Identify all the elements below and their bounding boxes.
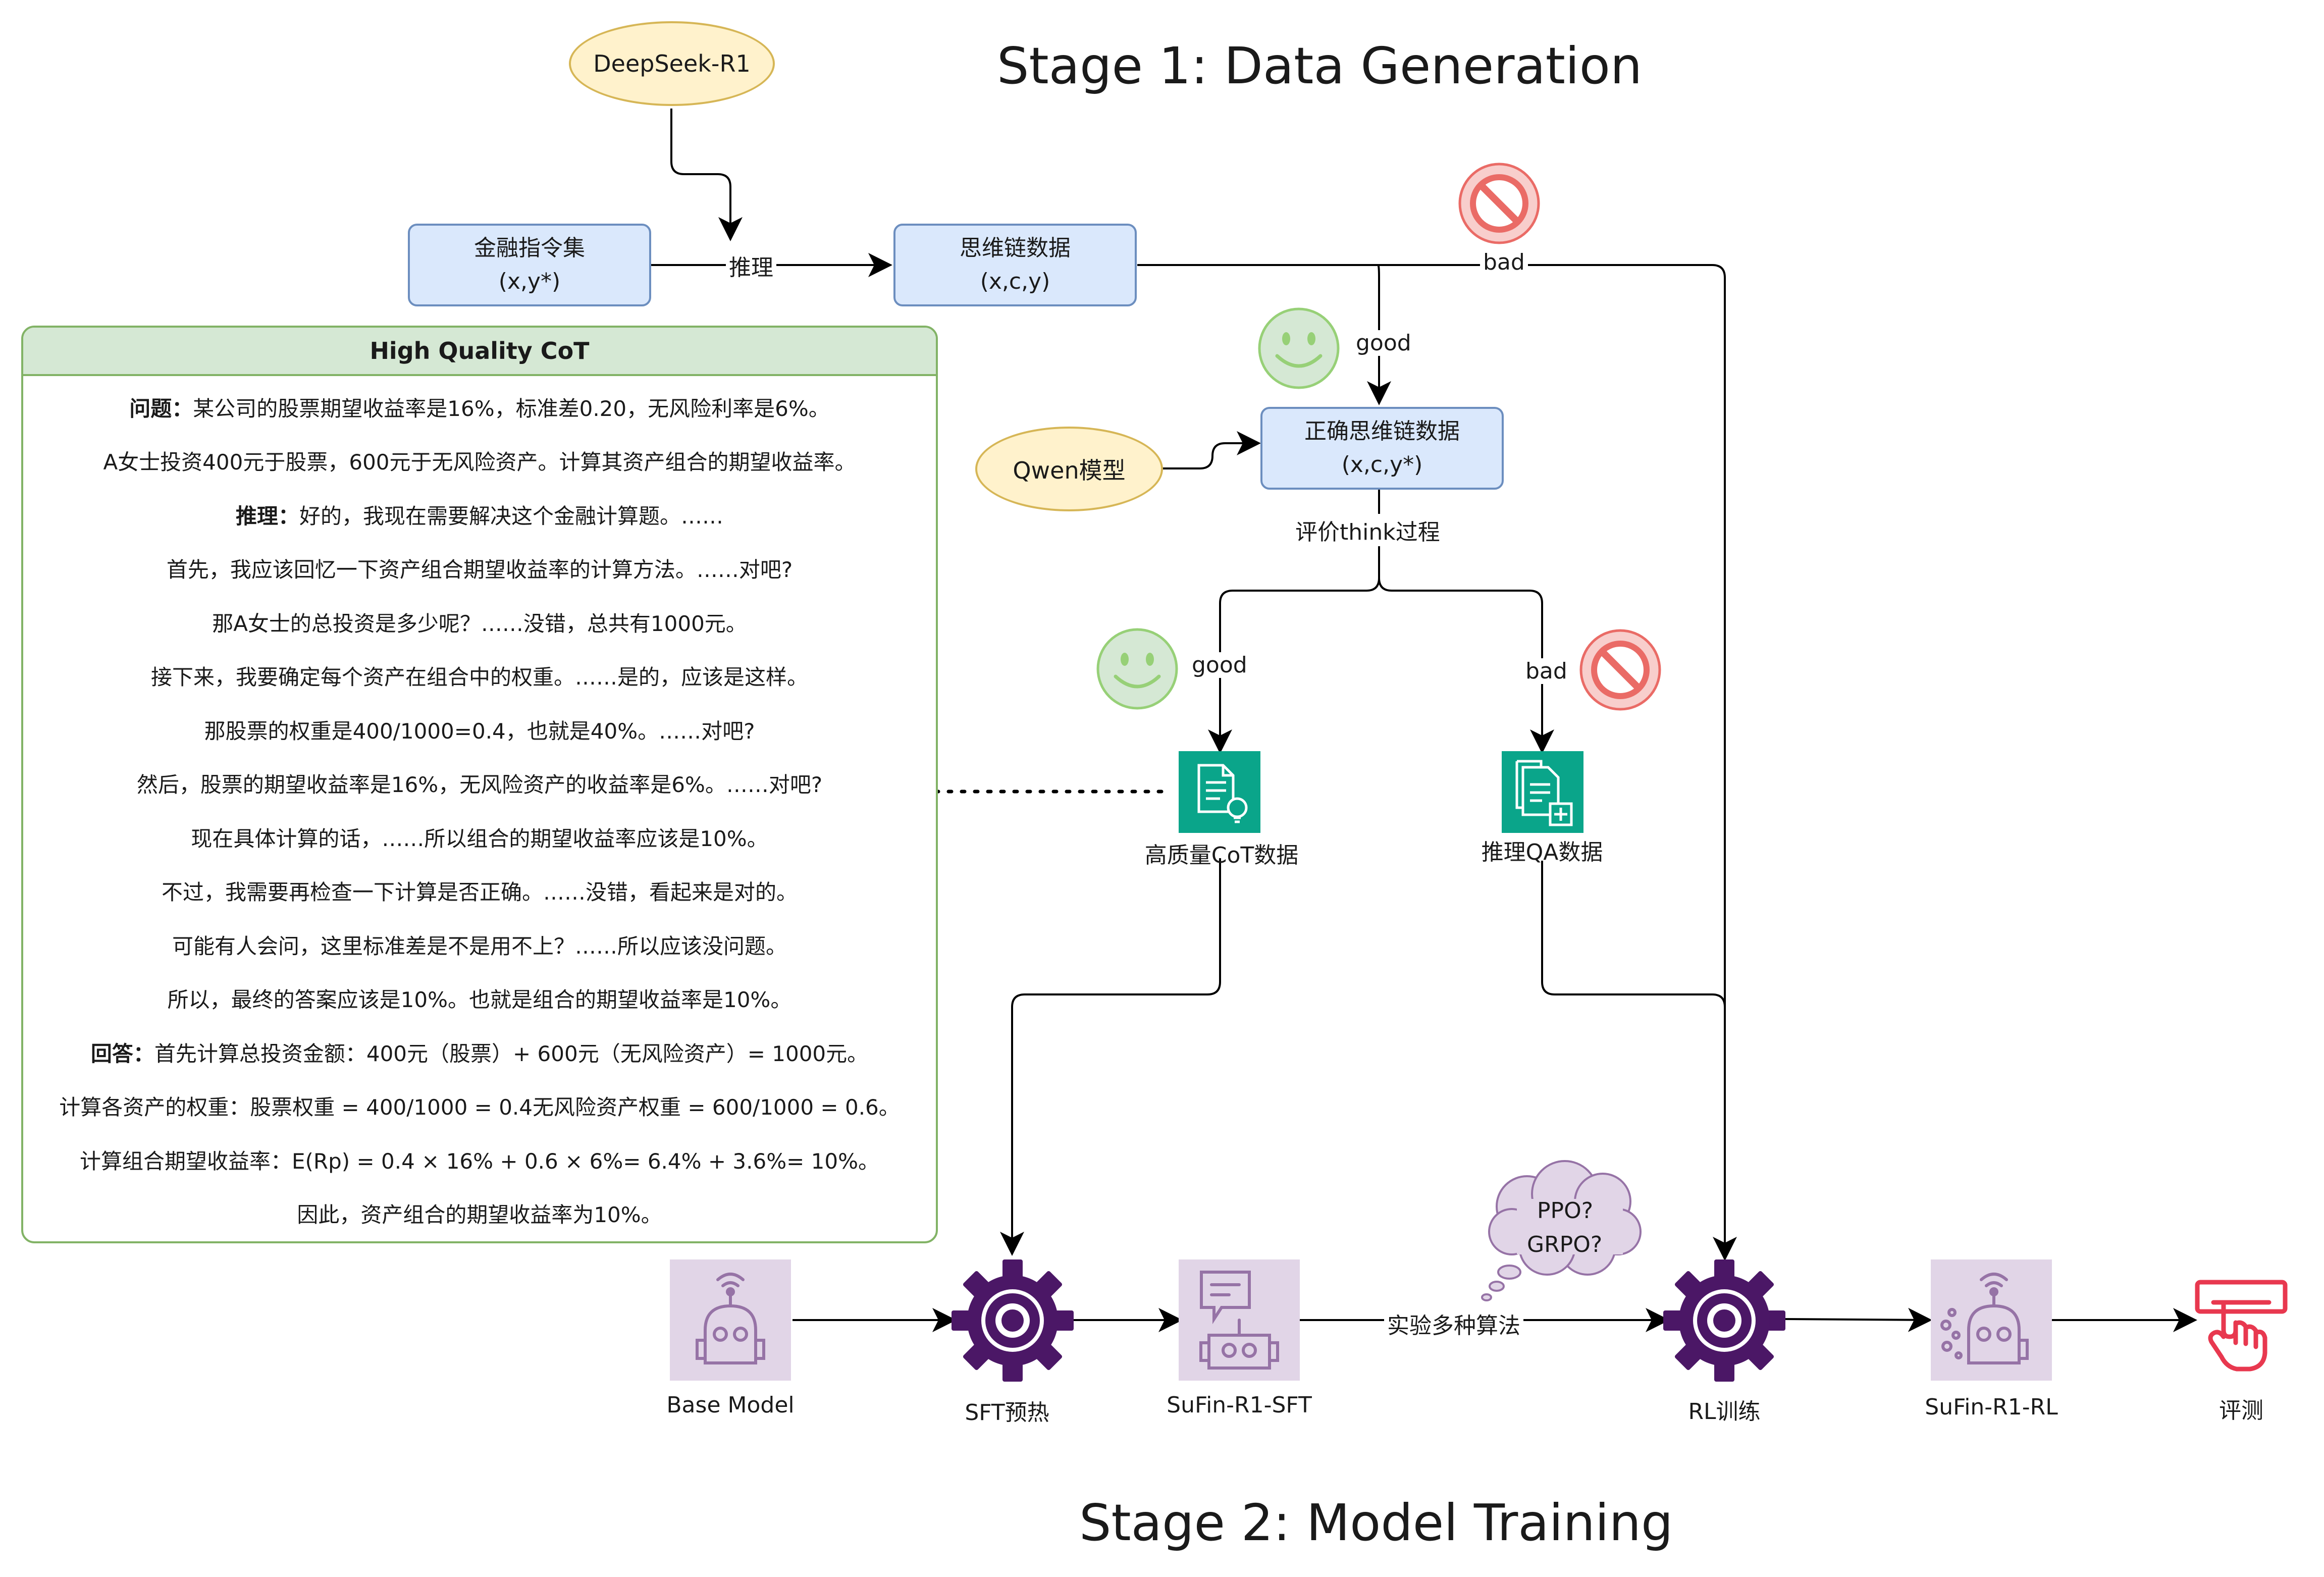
cot-panel: High Quality CoT 问题：某公司的股票期望收益率是16%，标准差0… — [21, 326, 938, 1243]
edge-label-multi-algo: 实验多种算法 — [1384, 1307, 1523, 1340]
gear-icon[interactable] — [1663, 1259, 1785, 1382]
edge-deepseek-infer — [670, 109, 743, 241]
cot-line-text: 接下来，我要确定每个资产在组合中的权重。……是的，应该是这样。 — [150, 665, 808, 690]
cot-line-text: 然后，股票的期望收益率是16%，无风险资产的收益率是6%。……对吧? — [136, 772, 823, 798]
cot-data-line1: 思维链数据 — [960, 235, 1071, 261]
hand-press-icon[interactable] — [2193, 1277, 2289, 1373]
base-model-label: Base Model — [666, 1392, 795, 1418]
edge-label-bad-right: bad — [1522, 658, 1570, 684]
edge-label-good-top: good — [1353, 330, 1414, 356]
cot-line-text: 首先，我应该回忆一下资产组合期望收益率的计算方法。……对吧? — [166, 557, 793, 583]
cot-line: 计算各资产的权重：股票权重 = 400/1000 = 0.4无风险资产权重 = … — [23, 1079, 936, 1133]
no-entry-icon — [1579, 629, 1661, 711]
fin-instructions-node[interactable]: 金融指令集 (x,y*) — [408, 224, 651, 306]
reasoning-qa-label: 推理QA数据 — [1481, 839, 1603, 865]
cot-line-text: 那A女士的总投资是多少呢？……没错，总共有1000元。 — [212, 611, 747, 636]
cot-line: 那股票的权重是400/1000=0.4，也就是40%。……对吧? — [23, 703, 936, 757]
edge-split-left — [1208, 577, 1380, 754]
fin-instructions-line1: 金融指令集 — [474, 235, 585, 261]
cot-line: 可能有人会问，这里标准差是不是用不上？……所以应该没问题。 — [23, 918, 936, 972]
sufin-sft-label: SuFin-R1-SFT — [1167, 1392, 1312, 1418]
cot-line: 推理：好的，我现在需要解决这个金融计算题。…… — [23, 488, 936, 542]
thought-cloud-icon — [1481, 1160, 1642, 1301]
correct-cot-line2: (x,c,y*) — [1341, 452, 1423, 478]
cot-line-label: 推理： — [235, 503, 299, 529]
cloud-line1: PPO? — [1537, 1198, 1594, 1224]
smiley-icon — [1096, 628, 1178, 710]
stage2-title: Stage 2: Model Training — [1079, 1493, 1673, 1552]
cot-line: 所以，最终的答案应该是10%。也就是组合的期望收益率是10%。 — [23, 972, 936, 1026]
cot-panel-body: 问题：某公司的股票期望收益率是16%，标准差0.20，无风险利率是6%。 A女士投… — [23, 376, 936, 1240]
cot-line: 接下来，我要确定每个资产在组合中的权重。……是的，应该是这样。 — [23, 649, 936, 703]
edge-hq-to-sft — [1000, 858, 1221, 1256]
edge-qa-to-rl — [1541, 861, 1726, 1008]
smiley-icon — [1258, 307, 1340, 389]
document-bulb-icon[interactable] — [1179, 751, 1260, 833]
cot-line-text: 好的，我现在需要解决这个金融计算题。…… — [299, 503, 724, 529]
cot-line-text: 某公司的股票期望收益率是16%，标准差0.20，无风险利率是6%。 — [193, 396, 830, 421]
edge-cot-good-to-correct — [1367, 264, 1391, 405]
cot-data-line2: (x,c,y) — [980, 269, 1050, 294]
stage1-title: Stage 1: Data Generation — [997, 36, 1643, 95]
hq-cot-data-label: 高质量CoT数据 — [1144, 843, 1299, 868]
cot-line: 不过，我需要再检查一下计算是否正确。……没错，看起来是对的。 — [23, 864, 936, 918]
cot-line-text: 可能有人会问，这里标准差是不是用不上？……所以应该没问题。 — [172, 933, 787, 959]
cot-line-text: 计算各资产的权重：股票权重 = 400/1000 = 0.4无风险资产权重 = … — [59, 1095, 900, 1120]
qwen-node[interactable]: Qwen模型 — [975, 427, 1163, 511]
fin-instructions-line2: (x,y*) — [498, 269, 561, 294]
edge-label-bad-top: bad — [1480, 249, 1528, 275]
deepseek-label: DeepSeek-R1 — [593, 50, 751, 77]
cot-line: 现在具体计算的话，……所以组合的期望收益率应该是10%。 — [23, 810, 936, 864]
cot-line-text: 因此，资产组合的期望收益率为10%。 — [297, 1202, 662, 1228]
robot-icon[interactable] — [1179, 1259, 1300, 1381]
edge-rl-to-sufin-rl — [1784, 1307, 1932, 1332]
cot-line-label: 回答： — [90, 1041, 154, 1066]
cot-line-text: 现在具体计算的话，……所以组合的期望收益率应该是10%。 — [191, 826, 768, 851]
cot-line: 问题：某公司的股票期望收益率是16%，标准差0.20，无风险利率是6%。 — [23, 380, 936, 434]
cot-line-text: 不过，我需要再检查一下计算是否正确。……没错，看起来是对的。 — [161, 880, 798, 905]
cot-line: 计算组合期望收益率：E(Rp) = 0.4 × 16% + 0.6 × 6%= … — [23, 1133, 936, 1187]
cot-line-text: 计算组合期望收益率：E(Rp) = 0.4 × 16% + 0.6 × 6%= … — [79, 1148, 880, 1174]
no-entry-icon — [1458, 163, 1540, 244]
cot-panel-title: High Quality CoT — [23, 328, 936, 376]
cot-line-label: 问题： — [129, 396, 193, 421]
cot-line: 因此，资产组合的期望收益率为10%。 — [23, 1187, 936, 1241]
edge-label-evaluate-think: 评价think过程 — [1292, 514, 1443, 546]
qwen-label: Qwen模型 — [1013, 457, 1126, 484]
document-plus-icon[interactable] — [1502, 751, 1583, 833]
edge-label-infer: 推理 — [726, 249, 776, 282]
rl-train-label: RL训练 — [1688, 1399, 1761, 1425]
deepseek-node[interactable]: DeepSeek-R1 — [569, 21, 775, 106]
cot-line: 回答：首先计算总投资金额：400元（股票）+ 600元（无风险资产）= 1000… — [23, 1025, 936, 1079]
cot-line: 首先，我应该回忆一下资产组合期望收益率的计算方法。……对吧? — [23, 542, 936, 596]
correct-cot-node[interactable]: 正确思维链数据 (x,c,y*) — [1260, 407, 1504, 490]
edge-split-right — [1378, 577, 1554, 754]
cot-line-text: A女士投资400元于股票，600元于无风险资产。计算其资产组合的期望收益率。 — [103, 450, 856, 475]
edge-cot-bad-to-rl — [1137, 264, 1737, 1261]
cot-data-node[interactable]: 思维链数据 (x,c,y) — [893, 224, 1137, 306]
edge-qwen-to-correct — [1162, 431, 1261, 469]
sft-warmup-label: SFT预热 — [965, 1400, 1049, 1426]
robot-icon[interactable] — [1931, 1259, 2052, 1381]
cot-line: 那A女士的总投资是多少呢？……没错，总共有1000元。 — [23, 595, 936, 649]
sufin-rl-label: SuFin-R1-RL — [1925, 1394, 2058, 1420]
robot-icon[interactable] — [670, 1259, 791, 1381]
gear-icon[interactable] — [952, 1259, 1074, 1382]
edge-label-good-left: good — [1189, 652, 1250, 678]
cot-line-text: 首先计算总投资金额：400元（股票）+ 600元（无风险资产）= 1000元。 — [154, 1041, 869, 1066]
cot-line: 然后，股票的期望收益率是16%，无风险资产的收益率是6%。……对吧? — [23, 757, 936, 811]
eval-label: 评测 — [2219, 1398, 2263, 1424]
cot-line-text: 所以，最终的答案应该是10%。也就是组合的期望收益率是10%。 — [167, 987, 792, 1013]
cot-line: A女士投资400元于股票，600元于无风险资产。计算其资产组合的期望收益率。 — [23, 434, 936, 488]
cot-line-text: 那股票的权重是400/1000=0.4，也就是40%。……对吧? — [204, 718, 755, 744]
correct-cot-line1: 正确思维链数据 — [1304, 418, 1460, 444]
cloud-line2: GRPO? — [1527, 1232, 1603, 1257]
